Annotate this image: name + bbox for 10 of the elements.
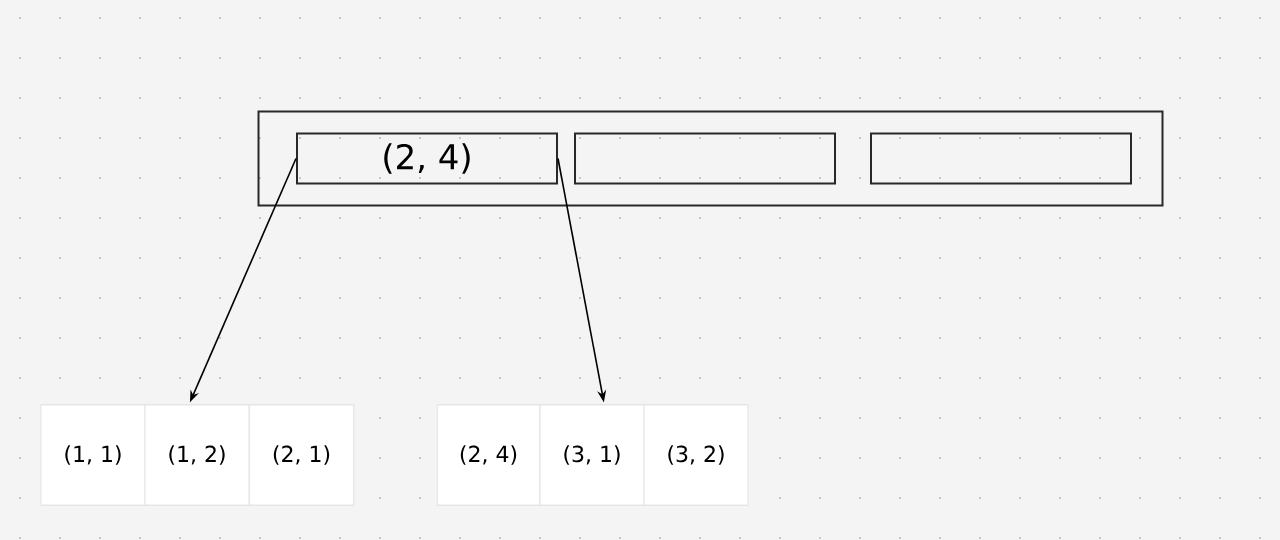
slot-box <box>574 132 836 185</box>
tuple-cell: (3, 1) <box>539 404 645 506</box>
tuple-cell: (2, 4) <box>436 404 541 506</box>
tuple-box: (2, 4) <box>296 132 558 185</box>
array-box <box>257 110 1164 207</box>
tuple-cell: (1, 1) <box>40 404 146 506</box>
tuple-cell: (3, 2) <box>643 404 749 506</box>
tuple-cell: (1, 2) <box>144 404 250 506</box>
slot-box <box>870 132 1132 185</box>
tuple-cell: (2, 1) <box>248 404 355 506</box>
